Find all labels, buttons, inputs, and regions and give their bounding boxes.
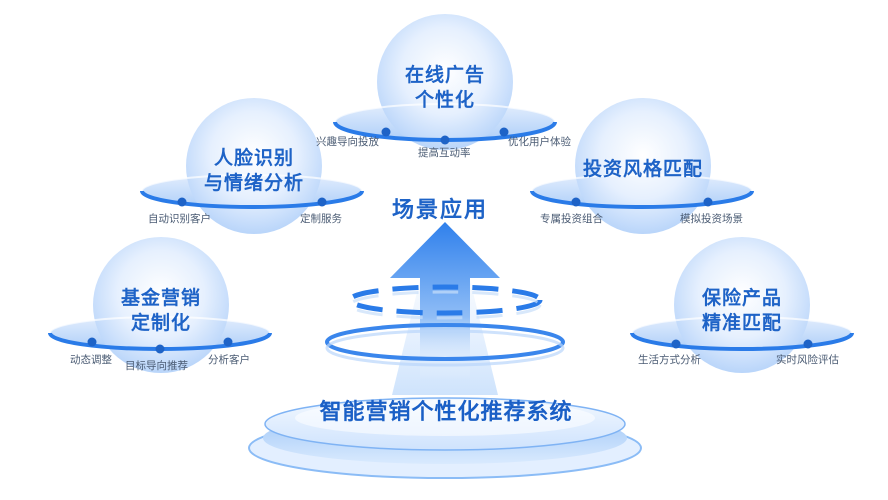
fund-title-line1: 基金营销: [120, 287, 201, 309]
fund-point-1: 动态调整: [70, 354, 112, 366]
face-title-line1: 人脸识别: [213, 147, 294, 169]
ad-title: 在线广告 个性化: [385, 63, 505, 113]
sphere-fund: [48, 237, 272, 373]
face-point-2: 定制服务: [300, 213, 342, 225]
sphere-ad: [333, 14, 557, 150]
invest-title-line1: 投资风格匹配: [582, 158, 703, 180]
sphere-face: [140, 98, 364, 234]
insure-title-line2: 精准匹配: [701, 312, 782, 334]
arrow-rings: [325, 284, 565, 367]
insure-title-line1: 保险产品: [701, 287, 782, 309]
ad-title-line1: 在线广告: [404, 64, 485, 86]
fund-title: 基金营销 定制化: [101, 286, 221, 336]
fund-point-3: 分析客户: [208, 354, 250, 366]
invest-title: 投资风格匹配: [568, 157, 718, 182]
invest-point-2: 模拟投资场景: [680, 213, 743, 225]
invest-point-1: 专属投资组合: [540, 213, 603, 225]
sphere-insure: [630, 237, 854, 373]
ad-point-2: 提高互动率: [418, 147, 471, 159]
insure-point-2: 实时风险评估: [776, 354, 839, 366]
face-title: 人脸识别 与情绪分析: [184, 146, 324, 196]
upward-arrow: [390, 222, 500, 395]
face-point-1: 自动识别客户: [148, 213, 211, 225]
ad-title-line2: 个性化: [414, 89, 475, 111]
ad-point-3: 优化用户体验: [508, 136, 571, 148]
sphere-invest: [530, 98, 754, 234]
insure-point-1: 生活方式分析: [638, 354, 701, 366]
base-title: 智能营销个性化推荐系统: [319, 400, 573, 425]
fund-title-line2: 定制化: [130, 312, 191, 334]
center-label: 场景应用: [391, 198, 488, 223]
face-title-line2: 与情绪分析: [203, 172, 304, 194]
fund-point-2: 目标导向推荐: [125, 360, 188, 372]
base-platform: [248, 397, 642, 479]
ad-point-1: 兴趣导向投放: [316, 136, 379, 148]
insure-title: 保险产品 精准匹配: [682, 286, 802, 336]
